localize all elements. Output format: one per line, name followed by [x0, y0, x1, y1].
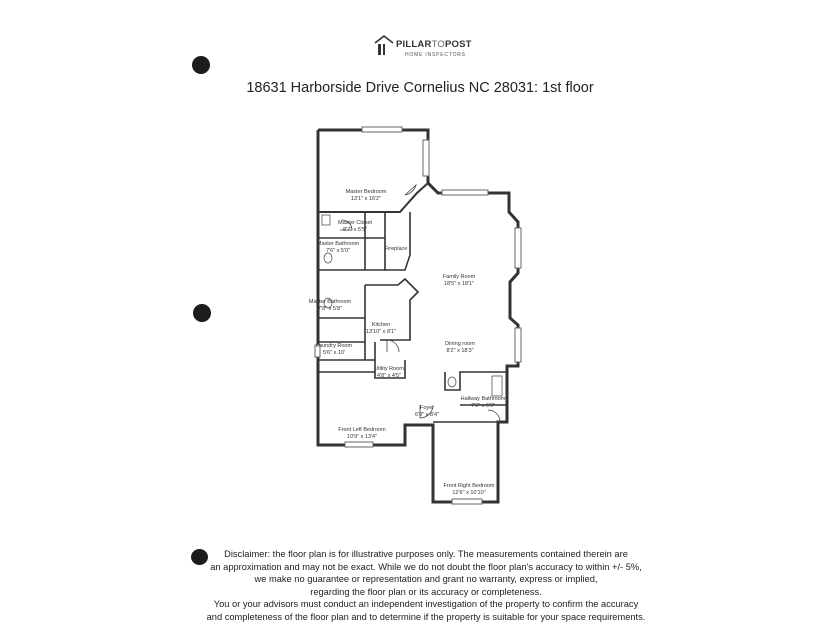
disclaimer-line: we make no guarantee or representation a… [254, 574, 598, 585]
room-name-laundry-room: Laundry Room [316, 343, 352, 349]
room-dims-utility-room: 4'8" x 4'5" [377, 373, 401, 379]
room-dims-front-left-bedroom: 10'9" x 13'4" [347, 434, 377, 440]
room-name-master-bedroom: Master Bedroom [346, 189, 387, 195]
room-name-hallway-bathroom: Hallway Bathroom [461, 396, 506, 402]
punch-hole-middle [193, 304, 211, 322]
room-name-front-right-bedroom: Front Right Bedroom [443, 483, 494, 489]
punch-hole-bottom [191, 549, 208, 565]
room-dims-master-bathroom: 7'6" x 5'0" [326, 248, 350, 254]
punch-hole-top [192, 56, 210, 74]
logo-wordmark: PILLARTOPOST [396, 39, 472, 50]
disclaimer-line: Disclaimer: the floor plan is for illust… [224, 549, 628, 559]
room-name-kitchen: Kitchen [372, 322, 390, 328]
room-name-master-bathroom: Master Bathroom [317, 241, 360, 247]
floor-plan: Master Bedroom 13'1" x 16'2" Master Clos… [309, 126, 522, 505]
room-dims-master-closet: 8'7" x 5'5" [343, 227, 367, 233]
pillar-to-post-logo: PILLARTOPOST HOME INSPECTORS [374, 34, 472, 64]
room-name-master-closet: Master Closet [338, 220, 372, 226]
room-name-fireplace: Fireplace [385, 246, 408, 252]
room-name-dining-room: Dining room [445, 341, 475, 347]
room-name-family-room: Family Room [443, 274, 476, 280]
room-dims-foyer: 6'8" x 8'4" [415, 412, 439, 418]
room-dims-dining-room: 8'2" x 18'3" [446, 348, 473, 354]
disclaimer-line: You or your advisors must conduct an ind… [213, 599, 639, 610]
wall [318, 182, 429, 213]
room-dims-master-bathroom-2: 7'8" x 5'8" [318, 306, 342, 312]
room-name-master-bathroom-2: Master Bathroom [309, 299, 352, 305]
room-dims-master-bedroom: 13'1" x 16'2" [351, 196, 381, 202]
room-dims-laundry-room: 5'6" x 10' [323, 350, 345, 356]
house-icon [374, 34, 394, 55]
logo-tagline: HOME INSPECTORS [405, 52, 466, 58]
disclaimer-line: an approximation and may not be exact. W… [210, 561, 642, 572]
room-name-foyer: Foyer [420, 405, 434, 411]
room-dims-kitchen: 13'10" x 8'1" [366, 329, 396, 335]
room-name-front-left-bedroom: Front Left Bedroom [338, 427, 386, 433]
disclaimer-line: and completeness of the floor plan and t… [206, 611, 646, 622]
room-name-utility-room: Utility Room [374, 366, 404, 372]
page-title: 18631 Harborside Drive Cornelius NC 2803… [246, 80, 594, 96]
disclaimer-line: regarding the floor plan or its accuracy… [310, 586, 542, 597]
disclaimer: Disclaimer: the floor plan is for illust… [196, 548, 656, 624]
room-dims-family-room: 18'5" x 18'1" [444, 281, 474, 287]
room-dims-front-right-bedroom: 12'6" x 10'10" [452, 490, 485, 496]
room-dims-hallway-bathroom: 7'6" x 6'9" [471, 403, 495, 409]
